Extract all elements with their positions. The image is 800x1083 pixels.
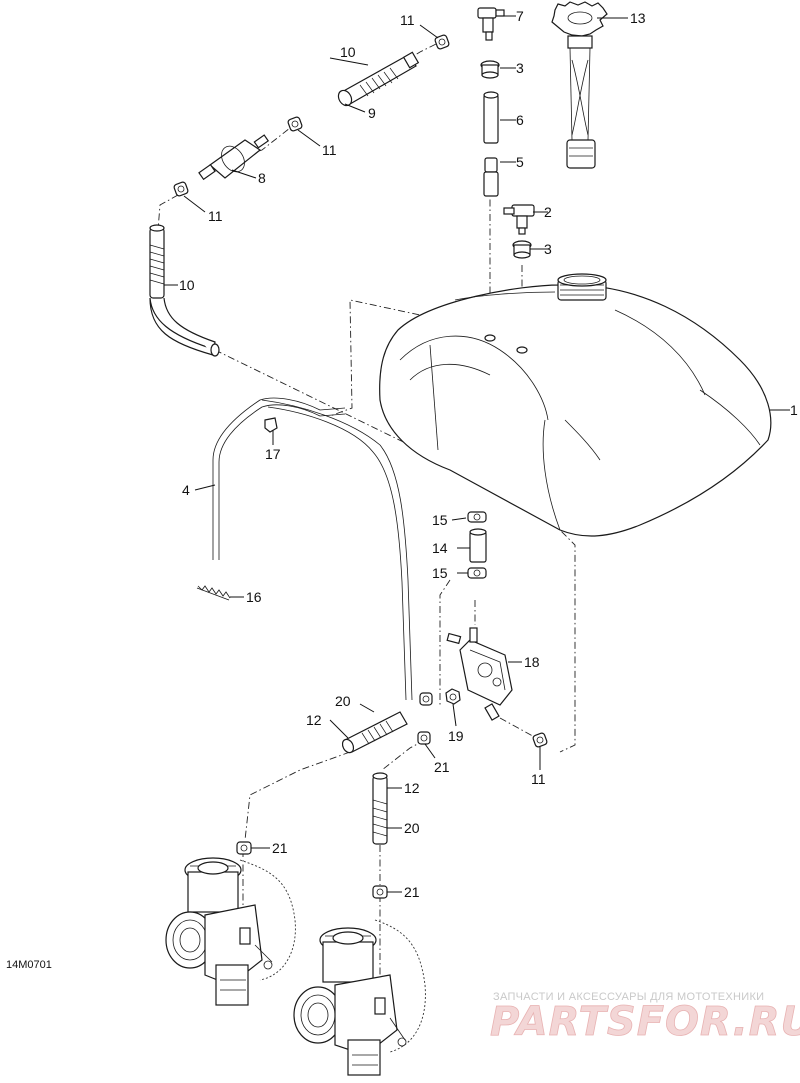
watermark-tagline: ЗАПЧАСТИ И АКСЕССУАРЫ ДЛЯ МОТОТЕХНИКИ <box>493 991 764 1003</box>
clamp-upper-left <box>287 116 303 132</box>
hose-left <box>149 224 220 357</box>
callout-18: 18 <box>524 654 540 670</box>
hose-lower-angled <box>341 711 408 754</box>
callout-2: 2 <box>544 204 552 220</box>
tee-fitting-lower <box>503 204 535 235</box>
diagram-code: 14M0701 <box>6 959 52 971</box>
callout-10-upper: 10 <box>340 44 356 60</box>
callout-20-left: 20 <box>335 693 351 709</box>
callout-3-lower: 3 <box>544 241 552 257</box>
callout-21-right: 21 <box>404 884 420 900</box>
fuel-line-routing <box>157 41 576 1000</box>
callout-21-left: 21 <box>272 840 288 856</box>
callout-4: 4 <box>182 482 190 498</box>
watermark: ЗАПЧАСТИ И АКСЕССУАРЫ ДЛЯ МОТОТЕХНИКИ PA… <box>490 991 800 1045</box>
callout-19: 19 <box>448 728 464 744</box>
vent-tube <box>483 91 499 144</box>
fuel-pump <box>446 627 513 721</box>
clamp-lower-2 <box>417 731 431 745</box>
callout-11-mid: 11 <box>322 142 337 158</box>
callout-7: 7 <box>516 8 524 24</box>
clamp-pump-outlet <box>532 732 548 748</box>
callout-11-top: 11 <box>400 12 415 28</box>
check-valve <box>483 157 499 197</box>
callout-11-left: 11 <box>208 208 223 224</box>
clamp-pump-bottom <box>467 567 487 579</box>
callout-labels: 1 2 3 3 4 5 6 7 8 9 10 10 11 11 11 11 12… <box>179 8 798 900</box>
clamp-carb-right <box>372 885 388 899</box>
leader-lines <box>164 15 790 893</box>
fuel-level-sender <box>551 1 608 169</box>
callout-15-bottom: 15 <box>432 565 448 581</box>
callout-15-top: 15 <box>432 512 448 528</box>
carburetor-left <box>165 857 296 1006</box>
fuel-tank <box>379 273 772 537</box>
callout-3-upper: 3 <box>516 60 524 76</box>
fuel-line-rigid <box>212 397 413 701</box>
callout-17: 17 <box>265 446 281 462</box>
clamp-filter-lower <box>173 181 189 197</box>
callout-11-pump: 11 <box>531 771 546 787</box>
callout-13: 13 <box>630 10 646 26</box>
hose-lower-vertical <box>372 772 388 845</box>
nut <box>445 688 461 705</box>
callout-9: 9 <box>368 105 376 121</box>
spring <box>196 585 231 601</box>
tee-fitting-upper <box>477 7 505 41</box>
callout-5: 5 <box>516 154 524 170</box>
callout-8: 8 <box>258 170 266 186</box>
clamp-pump-top <box>467 511 487 523</box>
callout-12-right: 12 <box>404 780 420 796</box>
watermark-brand: PARTSFOR.RU <box>490 999 800 1045</box>
callout-16: 16 <box>246 589 262 605</box>
cap-small <box>264 417 278 433</box>
callout-21-top: 21 <box>434 759 450 775</box>
filler-neck <box>557 273 607 301</box>
clamp-carb-left <box>236 841 252 855</box>
clamp-lower-1 <box>419 692 433 706</box>
fuel-filter <box>198 134 270 181</box>
callout-1: 1 <box>790 402 798 418</box>
clamp-upper-right <box>434 34 450 50</box>
pump-hose-short <box>469 528 487 563</box>
callout-12-left: 12 <box>306 712 322 728</box>
callout-14: 14 <box>432 540 448 556</box>
grommet-lower <box>512 240 532 259</box>
carburetor-right <box>293 919 426 1076</box>
callout-6: 6 <box>516 112 524 128</box>
grommet-upper <box>480 60 500 79</box>
hose-upper <box>337 51 420 107</box>
callout-20-right: 20 <box>404 820 420 836</box>
callout-10-left: 10 <box>179 277 195 293</box>
